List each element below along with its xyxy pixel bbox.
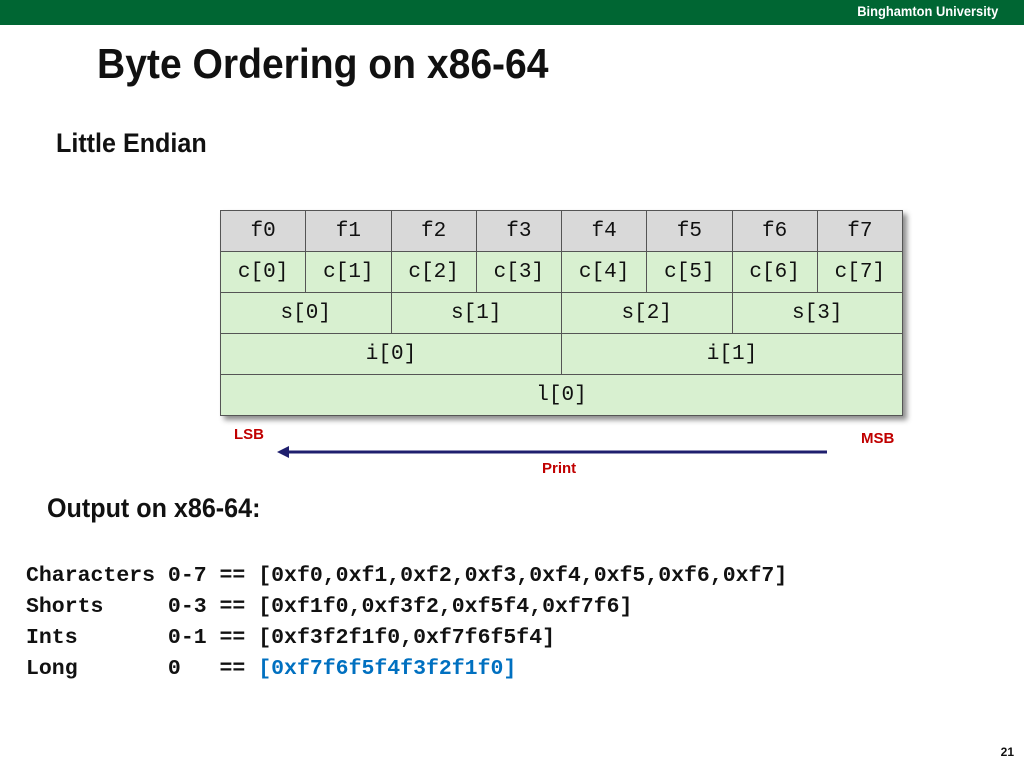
output-code-block: Characters 0-7 == [0xf0,0xf1,0xf2,0xf3,0…: [26, 561, 787, 685]
output-line-prefix: Long 0 ==: [26, 657, 259, 681]
char-cell: c[5]: [646, 251, 733, 293]
print-label: Print: [542, 460, 577, 477]
short-cell: s[1]: [390, 292, 562, 334]
char-row: c[0] c[1] c[2] c[3] c[4] c[5] c[6] c[7]: [219, 251, 904, 293]
short-cell: s[0]: [220, 292, 392, 334]
output-line-characters: Characters 0-7 == [0xf0,0xf1,0xf2,0xf3,0…: [26, 561, 787, 592]
byte-value-row: f0 f1 f2 f3 f4 f5 f6 f7: [219, 210, 904, 252]
msb-label: MSB: [861, 430, 895, 447]
output-line-value: [0xf0,0xf1,0xf2,0xf3,0xf4,0xf5,0xf6,0xf7…: [258, 564, 788, 588]
int-cell: i[1]: [561, 333, 903, 375]
output-line-shorts: Shorts 0-3 == [0xf1f0,0xf3f2,0xf5f4,0xf7…: [26, 592, 787, 623]
output-line-value: [0xf3f2f1f0,0xf7f6f5f4]: [258, 626, 555, 650]
char-cell: c[6]: [731, 251, 818, 293]
university-name: Binghamton University: [857, 3, 998, 19]
char-cell: c[2]: [390, 251, 477, 293]
char-cell: c[3]: [475, 251, 563, 293]
slide-subtitle: Little Endian: [56, 128, 207, 158]
char-cell: c[7]: [816, 251, 904, 293]
byte-cell: f0: [219, 210, 307, 252]
byte-cell: f6: [731, 210, 818, 252]
memory-layout-table: f0 f1 f2 f3 f4 f5 f6 f7 c[0] c[1] c[2] c…: [219, 210, 904, 416]
output-heading: Output on x86-64:: [47, 493, 261, 523]
short-cell: s[2]: [561, 292, 733, 334]
long-cell: l[0]: [220, 374, 903, 416]
output-line-value: [0xf7f6f5f4f3f2f1f0]: [258, 657, 517, 681]
output-line-prefix: Shorts 0-3 ==: [26, 595, 259, 619]
byte-cell: f1: [305, 210, 392, 252]
byte-cell: f4: [560, 210, 648, 252]
long-row: l[0]: [220, 374, 903, 416]
byte-cell: f2: [390, 210, 477, 252]
print-direction-arrow: [277, 446, 827, 458]
output-line-long: Long 0 == [0xf7f6f5f4f3f2f1f0]: [26, 654, 787, 685]
output-line-prefix: Characters 0-7 ==: [26, 564, 259, 588]
page-number: 21: [1000, 745, 1014, 759]
int-cell: i[0]: [220, 333, 562, 375]
char-cell: c[0]: [219, 251, 307, 293]
char-cell: c[1]: [305, 251, 392, 293]
byte-cell: f5: [646, 210, 733, 252]
int-row: i[0] i[1]: [220, 333, 903, 375]
slide-title: Byte Ordering on x86-64: [97, 40, 549, 87]
short-row: s[0] s[1] s[2] s[3]: [220, 292, 903, 334]
output-line-prefix: Ints 0-1 ==: [26, 626, 259, 650]
output-line-value: [0xf1f0,0xf3f2,0xf5f4,0xf7f6]: [258, 595, 633, 619]
byte-cell: f7: [816, 210, 904, 252]
short-cell: s[3]: [731, 292, 903, 334]
char-cell: c[4]: [560, 251, 648, 293]
byte-cell: f3: [475, 210, 563, 252]
output-line-ints: Ints 0-1 == [0xf3f2f1f0,0xf7f6f5f4]: [26, 623, 787, 654]
lsb-label: LSB: [234, 426, 264, 443]
header-bar: Binghamton University: [0, 0, 1024, 25]
